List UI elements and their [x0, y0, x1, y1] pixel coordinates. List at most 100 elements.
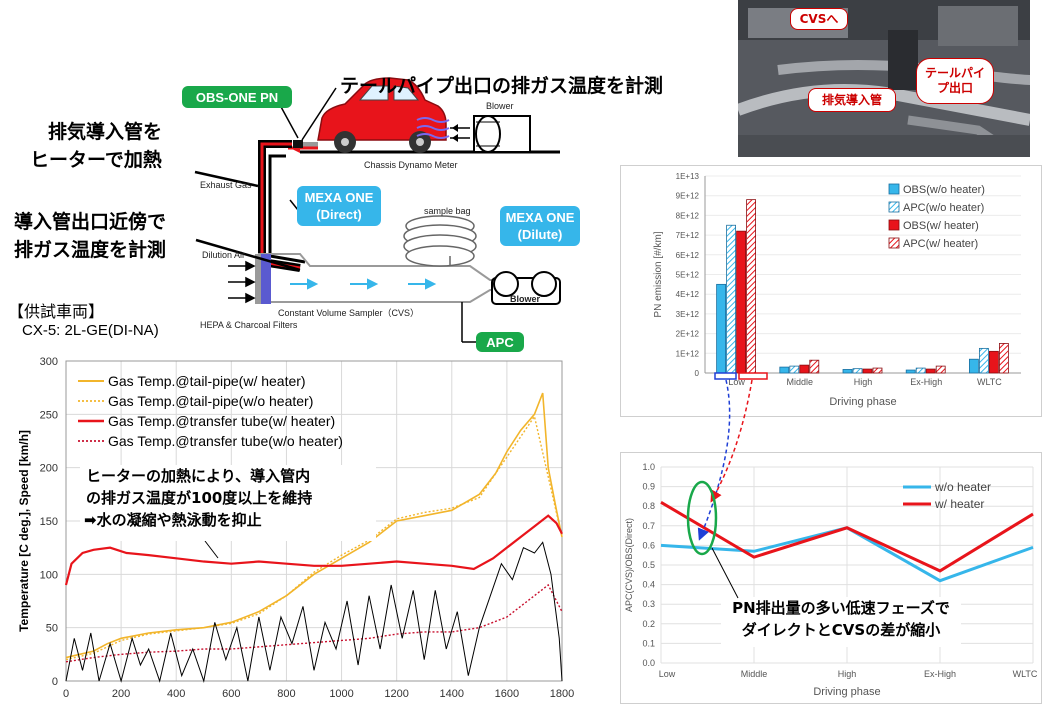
bar	[726, 224, 736, 374]
y-tick-label: 100	[40, 569, 58, 581]
legend-label: APC(w/o heater)	[903, 202, 984, 214]
x-tick-label: Ex-High	[910, 377, 942, 387]
x-tick-label: High	[854, 377, 873, 387]
bar	[872, 367, 883, 374]
y-tick-label: 0	[695, 369, 700, 378]
legend-swatch	[888, 219, 900, 231]
obs-one-pn-tag: OBS-ONE PN	[182, 86, 292, 108]
schematic-drawing	[194, 77, 561, 343]
legend-label: Gas Temp.@tail-pipe(w/o heater)	[108, 393, 313, 409]
x-tick-label: High	[838, 669, 857, 679]
heater-note-line1: ヒーターの加熱により、導入管内	[86, 467, 311, 485]
y-tick-label: 7E+12	[676, 231, 700, 240]
x-tick-label: Low	[659, 669, 676, 679]
callout-tailpipe-line1: テールパイ	[924, 66, 985, 80]
bar	[925, 368, 936, 374]
blower-top-icon	[473, 115, 531, 153]
bar	[998, 343, 1009, 374]
y-tick-label: 1E+13	[676, 172, 700, 181]
bar	[915, 367, 926, 374]
bar	[842, 369, 853, 374]
y-tick-label: 9E+12	[676, 192, 700, 201]
y-tick-label: 2E+12	[676, 330, 700, 339]
y-tick-label: 0.3	[642, 599, 655, 609]
y-tick-label: 0.1	[642, 638, 655, 648]
x-tick-label: Low	[728, 377, 745, 387]
y-tick-label: 300	[40, 356, 58, 368]
heater-note-line2: の排ガス温度が100度以上を維持	[86, 489, 313, 507]
series-line	[660, 500, 1034, 573]
y-tick-label: 0.8	[642, 501, 655, 511]
bar	[746, 199, 756, 374]
test-setup-photo: CVSへ テールパイ プ出口 排気導入管	[738, 0, 1030, 157]
x-tick-label: 600	[222, 688, 240, 700]
legend-label: OBS(w/ heater)	[903, 220, 979, 232]
bar	[716, 283, 726, 374]
callout-tailpipe-line2: プ出口	[936, 81, 973, 95]
blower-bottom-icon	[491, 271, 561, 305]
heating-label-line1: 排気導入管を	[48, 121, 163, 143]
y-tick-label: 8E+12	[676, 211, 700, 220]
x-axis-label: Driving phase	[829, 396, 896, 408]
bar	[852, 368, 863, 374]
car-icon	[300, 77, 447, 153]
ratio-note-line2: ダイレクトとCVSの差が縮小	[741, 621, 941, 639]
bar	[978, 347, 989, 374]
x-tick-label: 1200	[384, 688, 408, 700]
series-line	[65, 392, 563, 659]
y-tick-label: 0.7	[642, 521, 655, 531]
test-vehicle-spec: CX-5: 2L-GE(DI-NA)	[22, 322, 159, 339]
y-tick-label: 0.9	[642, 482, 655, 492]
bar	[905, 369, 916, 374]
heater-note-box: ヒーターの加熱により、導入管内 の排ガス温度が100度以上を維持 ➡水の凝縮や熱…	[80, 465, 376, 541]
y-tick-label: 50	[46, 623, 58, 635]
x-tick-label: WLTC	[977, 377, 1002, 387]
y-tick-label: 0.2	[642, 619, 655, 629]
pn-emission-chart-svg: 01E+122E+123E+124E+125E+126E+127E+128E+1…	[653, 172, 1021, 408]
bar	[809, 359, 820, 374]
x-tick-label: WLTC	[1013, 669, 1038, 679]
series-line	[64, 514, 563, 586]
y-tick-label: 4E+12	[676, 290, 700, 299]
y-axis-label: PN emission [#/km]	[653, 231, 664, 317]
test-bench-schematic: OBS-ONE PN テールパイプ出口の排ガス温度を計測 排気導入管を ヒーター…	[0, 0, 720, 352]
exhaust-gas-label: Exhaust Gas	[200, 180, 252, 190]
y-tick-label: 6E+12	[676, 251, 700, 260]
mexa-one-direct-box: MEXA ONE (Direct)	[297, 186, 381, 226]
plot-frame	[65, 360, 563, 682]
bar	[935, 365, 946, 374]
y-axis-label: Temperature [C deg.], Speed [km/h]	[17, 430, 31, 632]
y-tick-label: 1.0	[642, 462, 655, 472]
ratio-note-box: PN排出量の多い低速フェーズで ダイレクトとCVSの差が縮小	[721, 597, 961, 647]
y-tick-label: 150	[40, 516, 58, 528]
mexa-direct-line2: (Direct)	[316, 207, 362, 222]
bar	[789, 365, 800, 374]
chassis-dyno-label: Chassis Dynamo Meter	[364, 160, 458, 170]
heater-note-line3: ➡水の凝縮や熱泳動を抑止	[84, 511, 262, 529]
legend-label: OBS(w/o heater)	[903, 184, 985, 196]
bar	[988, 350, 999, 374]
legend-label: Gas Temp.@transfer tube(w/o heater)	[108, 433, 343, 449]
measure-label-line1: 導入管出口近傍で	[14, 211, 167, 233]
y-tick-label: 3E+12	[676, 310, 700, 319]
filters-label: HEPA & Charcoal Filters	[200, 320, 298, 330]
ratio-note-line1: PN排出量の多い低速フェーズで	[732, 599, 950, 617]
callout-cvs: CVSへ	[790, 8, 848, 30]
cvs-label: Constant Volume Sampler（CVS）	[278, 308, 420, 318]
x-tick-label: 1600	[495, 688, 519, 700]
mexa-direct-line1: MEXA ONE	[304, 190, 374, 205]
series-line	[65, 541, 563, 683]
legend-label: w/o heater	[934, 480, 991, 494]
legend-label: Gas Temp.@tail-pipe(w/ heater)	[108, 373, 306, 389]
heating-label-line2: ヒーターで加熱	[30, 149, 162, 171]
x-tick-label: 1800	[550, 688, 574, 700]
sample-bag-icon	[403, 215, 477, 267]
mexa-dilute-line2: (Dilute)	[517, 227, 563, 242]
x-tick-label: Middle	[787, 377, 814, 387]
callout-intake: 排気導入管	[808, 88, 896, 112]
x-tick-label: 0	[63, 688, 69, 700]
series-line	[65, 583, 563, 663]
y-tick-label: 5E+12	[676, 271, 700, 280]
